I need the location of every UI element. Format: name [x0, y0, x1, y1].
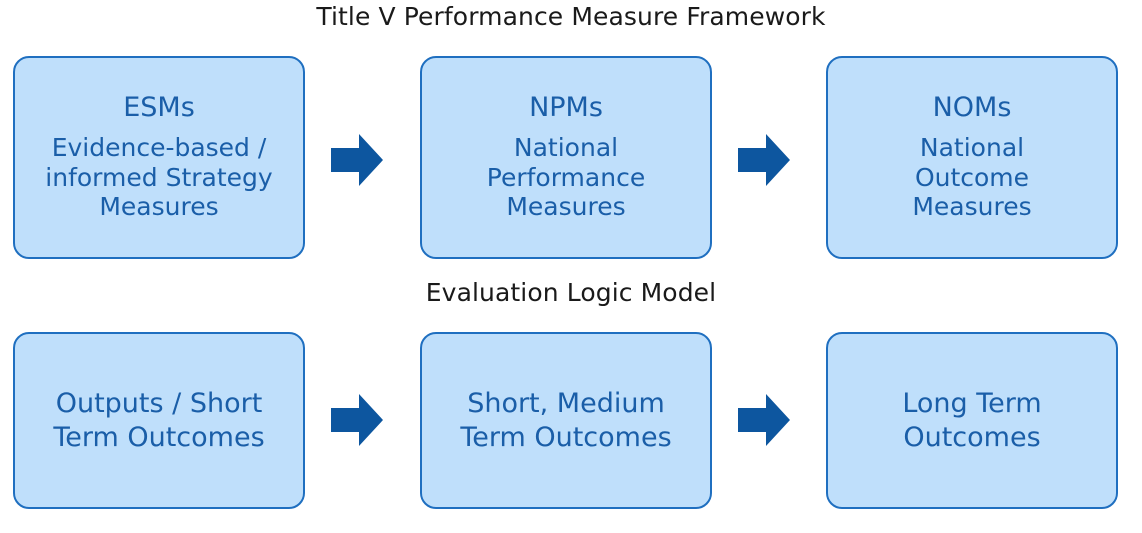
node-noms: NOMs National Outcome Measures: [826, 56, 1118, 259]
right-arrow-icon: [329, 132, 385, 188]
logic-model-title: Evaluation Logic Model: [425, 278, 717, 307]
node-short-medium-term-outcomes: Short, Medium Term Outcomes: [420, 332, 712, 509]
node-noms-body: National Outcome Measures: [912, 133, 1032, 222]
node-outputs-short-term-outcomes: Outputs / Short Term Outcomes: [13, 332, 305, 509]
node-noms-heading: NOMs: [932, 92, 1012, 124]
node-esms: ESMs Evidence-based / informed Strategy …: [13, 56, 305, 259]
right-arrow-icon: [329, 392, 385, 448]
node-long-term-outcomes: Long Term Outcomes: [826, 332, 1118, 509]
node-npms-body: National Performance Measures: [486, 133, 646, 222]
right-arrow-icon: [736, 392, 792, 448]
node-long-term-outcomes-body: Long Term Outcomes: [902, 387, 1042, 453]
node-npms-heading: NPMs: [529, 92, 603, 124]
right-arrow-icon: [736, 132, 792, 188]
node-outputs-short-term-outcomes-body: Outputs / Short Term Outcomes: [53, 387, 265, 453]
node-npms: NPMs National Performance Measures: [420, 56, 712, 259]
node-esms-heading: ESMs: [123, 92, 195, 124]
node-esms-body: Evidence-based / informed Strategy Measu…: [45, 133, 273, 222]
node-short-medium-term-outcomes-body: Short, Medium Term Outcomes: [460, 387, 672, 453]
framework-title: Title V Performance Measure Framework: [316, 2, 826, 31]
